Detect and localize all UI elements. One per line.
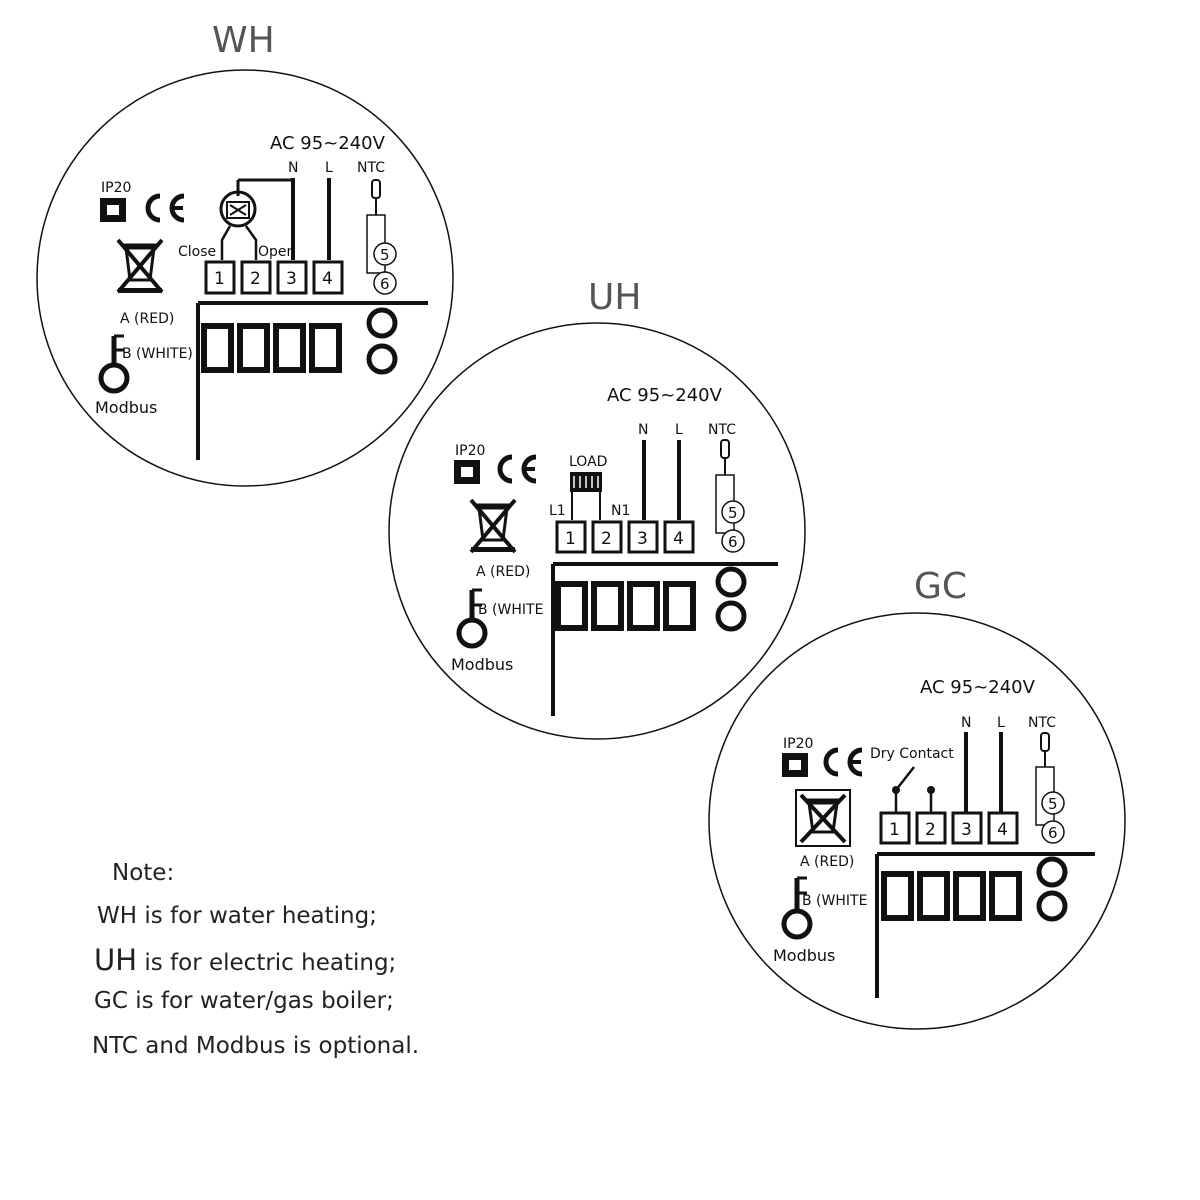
gc-title: GC xyxy=(914,566,967,607)
uh-ring-icon xyxy=(715,566,747,598)
uh-modbus-label: Modbus xyxy=(451,655,513,674)
gc-diagram: GC AC 95~240V N L NTC Dry Contact 1 2 3 … xyxy=(708,566,1126,1030)
wh-circle xyxy=(36,69,454,487)
gc-l-label: L xyxy=(997,715,1005,731)
wh-l-label: L xyxy=(325,160,333,176)
uh-ntc-terminal-6: 6 xyxy=(728,533,738,551)
uh-circle xyxy=(388,322,806,740)
gc-ip-label: IP20 xyxy=(783,736,813,752)
wh-weee-bin-icon xyxy=(116,238,164,294)
wh-terminal-1: 1 xyxy=(214,269,225,289)
wh-modbus-label: Modbus xyxy=(95,398,157,417)
uh-modbus-connector-icon xyxy=(456,588,488,649)
note-line-1: WH is for water heating; xyxy=(97,903,377,929)
uh-terminal-4: 4 xyxy=(673,529,684,549)
gc-ntc-terminal-6: 6 xyxy=(1048,824,1058,842)
uh-ntc-terminal-5: 5 xyxy=(728,504,738,522)
gc-n-label: N xyxy=(961,715,971,731)
gc-ce-mark-icon xyxy=(823,747,863,777)
note-line-3: GC is for water/gas boiler; xyxy=(94,988,394,1014)
gc-terminal-2: 2 xyxy=(925,820,936,840)
wh-b-label: B (WHITE) xyxy=(122,346,193,362)
wh-terminal-3: 3 xyxy=(286,269,297,289)
gc-ntc-terminal-5: 5 xyxy=(1048,795,1058,813)
uh-l1-label: L1 xyxy=(549,503,566,519)
wh-ring-icon xyxy=(366,307,398,339)
uh-l-label: L xyxy=(675,422,683,438)
wh-relay-blocks xyxy=(201,323,342,373)
gc-ntc-probe: 5 6 xyxy=(1035,732,1065,844)
gc-a-label: A (RED) xyxy=(800,854,854,870)
gc-terminal-3: 3 xyxy=(961,820,972,840)
wh-diagram: WH AC 95~240V N L NTC Close Open 1 2 xyxy=(36,20,454,487)
gc-terminal-1: 1 xyxy=(889,820,900,840)
gc-terminal-4: 4 xyxy=(997,820,1008,840)
note-heading: Note: xyxy=(112,860,175,886)
note-line-1-text: is for water heating; xyxy=(137,903,377,929)
wh-ac-label: AC 95~240V xyxy=(270,133,386,154)
gc-b-label: B (WHITE xyxy=(802,893,867,909)
wh-ntc-probe: 5 6 xyxy=(366,179,397,295)
wh-terminal-block: 1 2 3 4 xyxy=(204,260,344,295)
uh-ce-mark-icon xyxy=(497,454,537,484)
wh-n-label: N xyxy=(288,160,298,176)
uh-terminal-2: 2 xyxy=(601,529,612,549)
uh-relay-blocks xyxy=(555,581,696,631)
gc-relay-blocks xyxy=(881,871,1022,921)
uh-title: UH xyxy=(588,277,641,318)
wh-valve-icon xyxy=(219,178,293,260)
note-line-4: NTC and Modbus is optional. xyxy=(92,1033,420,1059)
uh-n1-label: N1 xyxy=(611,503,630,519)
uh-load-label: LOAD xyxy=(569,454,607,470)
wh-terminal-4: 4 xyxy=(322,269,333,289)
wh-ring-icon xyxy=(366,343,398,375)
uh-ac-label: AC 95~240V xyxy=(607,385,723,406)
uh-terminal-3: 3 xyxy=(637,529,648,549)
wh-close-label: Close xyxy=(178,244,216,260)
gc-ring-icon xyxy=(1036,856,1068,888)
wh-open-label: Open xyxy=(258,244,295,260)
gc-device-body xyxy=(875,852,1095,998)
uh-diagram: UH AC 95~240V N L NTC LOAD L1 N1 1 2 3 4 xyxy=(388,277,806,740)
gc-dry-contact-switch-icon xyxy=(892,766,935,812)
gc-modbus-label: Modbus xyxy=(773,946,835,965)
uh-load-coil-icon xyxy=(570,472,602,520)
wh-ntc-terminal-5: 5 xyxy=(380,246,390,264)
gc-weee-bin-icon xyxy=(795,789,851,847)
wh-modbus-connector-icon xyxy=(98,334,130,394)
note-line-2: UH is for electric heating; xyxy=(94,943,396,977)
uh-n-label: N xyxy=(638,422,648,438)
note-line-2-text: is for electric heating; xyxy=(137,950,397,976)
gc-ntc-label: NTC xyxy=(1028,715,1056,731)
note-line-1-abbr: WH xyxy=(97,903,138,929)
uh-terminal-block: 1 2 3 4 xyxy=(555,520,695,554)
wh-ntc-label: NTC xyxy=(357,160,385,176)
uh-ntc-probe: 5 6 xyxy=(715,439,745,553)
wh-device-body xyxy=(196,301,428,460)
wh-terminal-2: 2 xyxy=(250,269,261,289)
uh-ip-label: IP20 xyxy=(455,443,485,459)
uh-device-body xyxy=(551,562,778,716)
wh-a-label: A (RED) xyxy=(120,311,174,327)
gc-terminal-block: 1 2 3 4 xyxy=(879,811,1019,845)
gc-modbus-connector-icon xyxy=(781,876,813,940)
gc-circle xyxy=(708,612,1126,1030)
uh-b-label: B (WHITE xyxy=(478,602,543,618)
uh-terminal-1: 1 xyxy=(565,529,576,549)
uh-ntc-label: NTC xyxy=(708,422,736,438)
wh-ce-mark-icon xyxy=(145,193,185,223)
uh-weee-bin-icon xyxy=(469,498,517,554)
wh-title: WH xyxy=(212,20,275,61)
gc-dry-contact-label: Dry Contact xyxy=(870,746,954,762)
wh-ip-label: IP20 xyxy=(101,180,131,196)
gc-ring-icon xyxy=(1036,890,1068,922)
wh-ntc-terminal-6: 6 xyxy=(380,275,390,293)
uh-a-label: A (RED) xyxy=(476,564,530,580)
uh-ring-icon xyxy=(715,600,747,632)
gc-ac-label: AC 95~240V xyxy=(920,677,1036,698)
note-line-2-abbr: UH xyxy=(94,943,138,977)
